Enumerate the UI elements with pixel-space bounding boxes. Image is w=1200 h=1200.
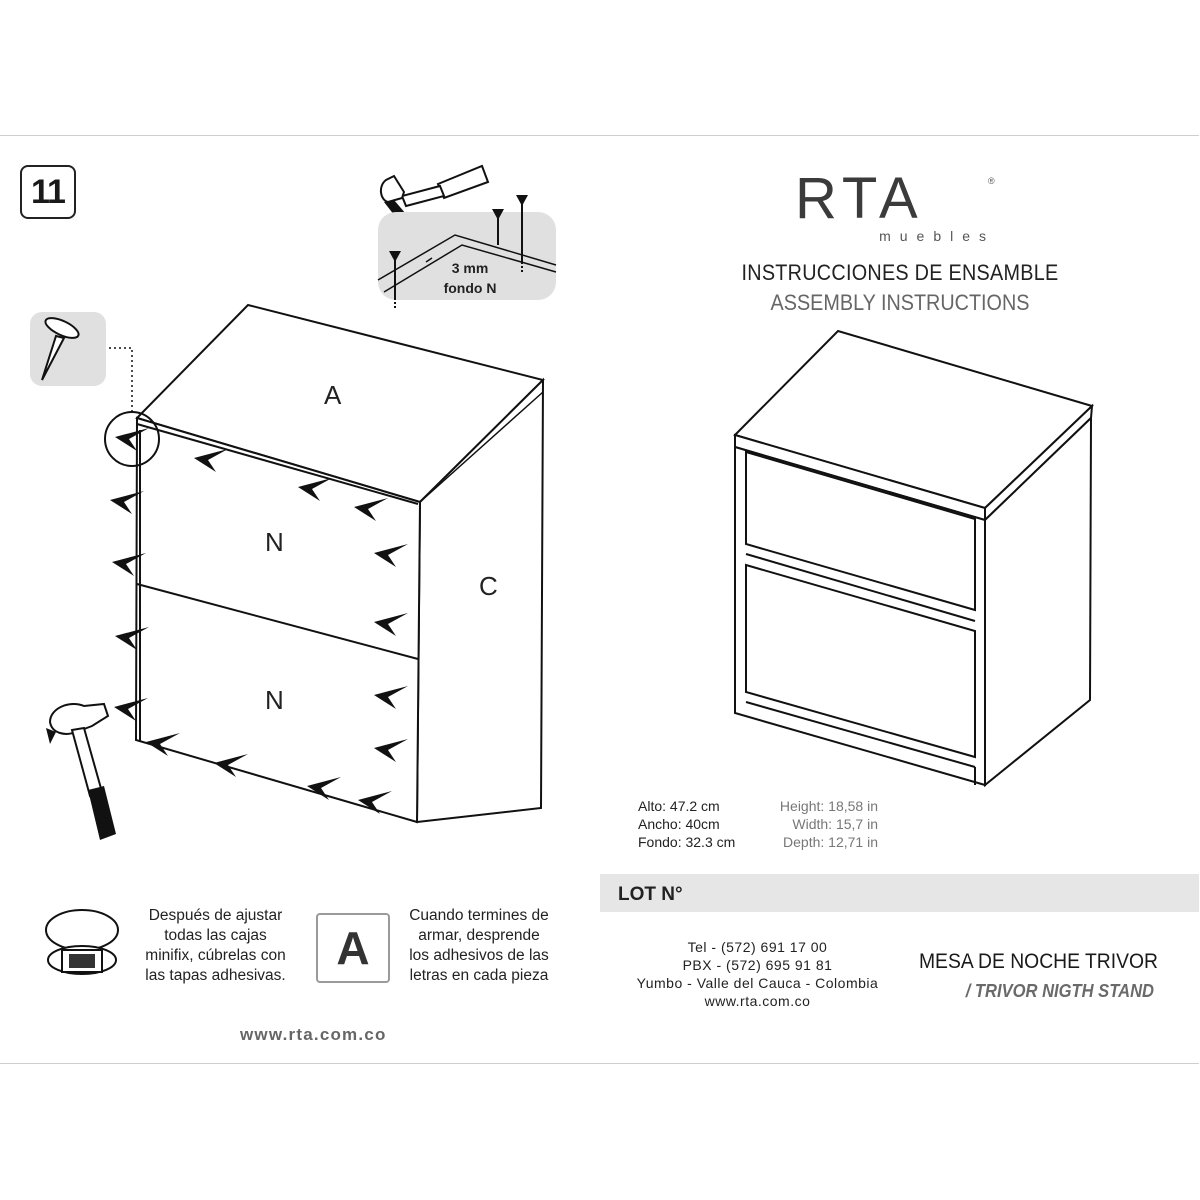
footer-website: www.rta.com.co bbox=[240, 1025, 387, 1044]
brand-logo: RTA bbox=[795, 166, 924, 231]
note-line: todas las cajas bbox=[164, 927, 267, 944]
contact-phone: Tel - (572) 691 17 00 bbox=[687, 939, 828, 955]
minifix-note: Después de ajustar todas las cajas minif… bbox=[128, 906, 303, 986]
note-line: las tapas adhesivas. bbox=[145, 967, 286, 984]
nail-note: 3 mm fondo N bbox=[432, 258, 508, 298]
hammer-icon bbox=[380, 164, 490, 220]
dimensions-english: Height: 18,58 in Width: 15,7 in Depth: 1… bbox=[766, 797, 878, 851]
title-english: ASSEMBLY INSTRUCTIONS bbox=[770, 290, 1030, 315]
dimension-width: Ancho: 40cm bbox=[638, 816, 720, 832]
nail-size-label: 3 mm bbox=[451, 260, 489, 276]
instruction-sheet bbox=[0, 135, 1199, 1064]
lot-bar bbox=[600, 874, 1199, 912]
panel-label-front-upper: N bbox=[265, 527, 284, 557]
product-name-spanish: MESA DE NOCHE TRIVOR bbox=[918, 950, 1158, 973]
hammer-icon bbox=[46, 702, 116, 840]
panel-label-side: C bbox=[479, 571, 498, 601]
lot-label: LOT N° bbox=[618, 884, 683, 905]
note-line: Después de ajustar bbox=[148, 907, 283, 924]
note-line: minifix, cúbrelas con bbox=[145, 947, 286, 964]
nightstand-front-view bbox=[733, 329, 1094, 788]
contact-block: Tel - (572) 691 17 00 PBX - (572) 695 91… bbox=[620, 938, 895, 1010]
cabinet-back-view bbox=[134, 303, 545, 824]
adhesive-note: Cuando termines de armar, desprende los … bbox=[398, 906, 560, 986]
dimension-depth-en: Depth: 12,71 in bbox=[783, 834, 878, 850]
dimension-height-en: Height: 18,58 in bbox=[779, 798, 878, 814]
title-spanish: INSTRUCCIONES DE ENSAMBLE bbox=[741, 260, 1059, 285]
note-line: Cuando termines de bbox=[409, 907, 549, 924]
dimension-depth: Fondo: 32.3 cm bbox=[638, 834, 736, 850]
note-line: letras en cada pieza bbox=[409, 967, 549, 984]
nail-detail-icon bbox=[41, 317, 80, 381]
contact-address: Yumbo - Valle del Cauca - Colombia bbox=[636, 975, 879, 991]
edge-line bbox=[419, 391, 544, 503]
contact-website: www.rta.com.co bbox=[704, 993, 811, 1009]
registered-mark: ® bbox=[988, 176, 995, 186]
letter-sticker-badge: A bbox=[316, 913, 390, 983]
brand-subtitle: muebles bbox=[879, 228, 995, 244]
panel-label-front-lower: N bbox=[265, 685, 284, 715]
dimension-height: Alto: 47.2 cm bbox=[638, 798, 720, 814]
product-name-english: / TRIVOR NIGTH STAND bbox=[965, 981, 1154, 1001]
dimension-width-en: Width: 15,7 in bbox=[792, 816, 878, 832]
note-line: los adhesivos de las bbox=[409, 947, 549, 964]
step-number: 11 bbox=[20, 165, 76, 219]
contact-pbx: PBX - (572) 695 91 81 bbox=[682, 957, 833, 973]
nail-depth-panel bbox=[378, 212, 556, 300]
dimensions-spanish: Alto: 47.2 cm Ancho: 40cm Fondo: 32.3 cm bbox=[638, 797, 735, 851]
nail-part-label: fondo N bbox=[443, 280, 497, 296]
panel-label-top: A bbox=[324, 380, 342, 410]
note-line: armar, desprende bbox=[418, 927, 540, 944]
minifix-cap-icon bbox=[45, 909, 119, 975]
